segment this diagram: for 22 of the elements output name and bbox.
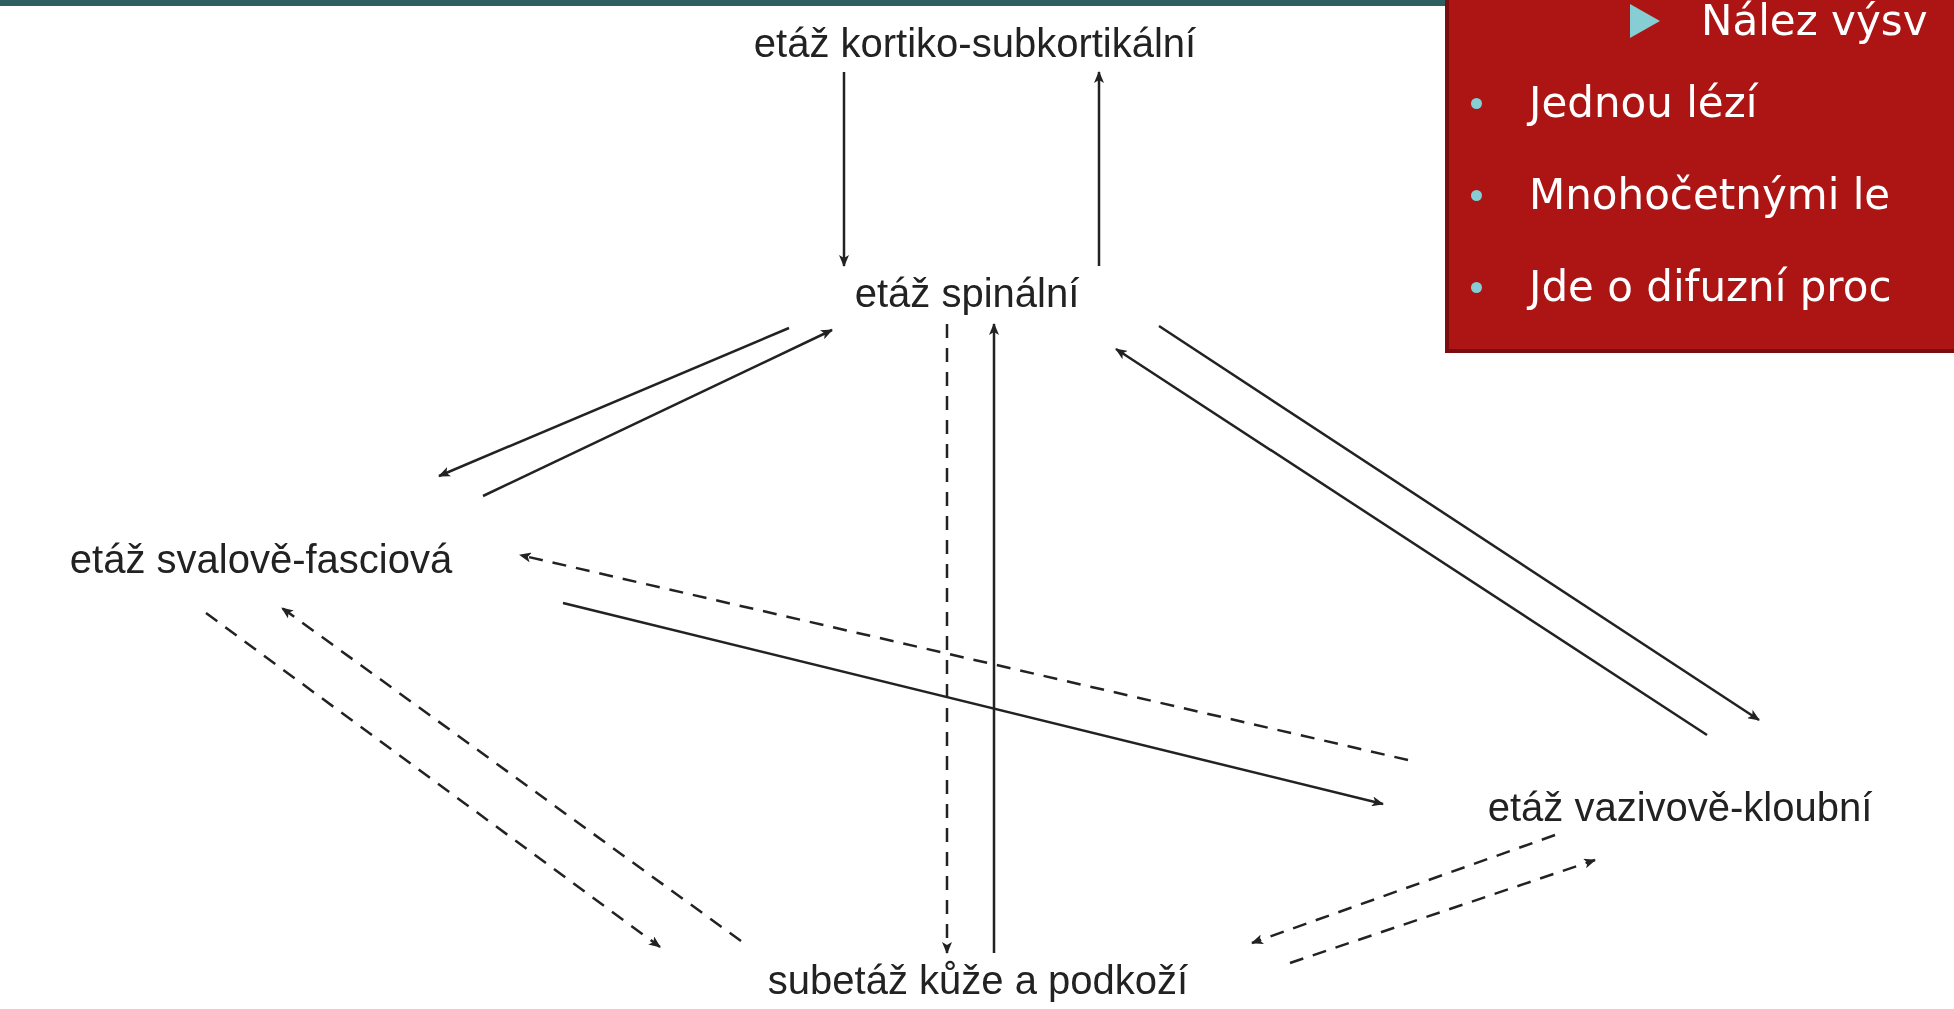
arrow	[205, 612, 661, 948]
level-label: etáž vazivově-kloubní	[1487, 784, 1873, 831]
arrow	[1115, 347, 1708, 737]
arrow	[281, 607, 742, 942]
arrow	[438, 326, 790, 478]
level-label: etáž spinální	[854, 270, 1080, 317]
arrow	[519, 552, 1409, 762]
level-label: subetáž kůže a podkoží	[767, 957, 1189, 1004]
arrow	[562, 601, 1384, 807]
arrow	[1094, 71, 1104, 266]
arrow	[1158, 324, 1760, 722]
arrow	[839, 72, 849, 267]
arrow	[989, 323, 999, 953]
arrow	[1289, 858, 1596, 965]
bullet-text: Nález výsv	[1701, 0, 1928, 46]
level-label: etáž kortiko-subkortikální	[753, 20, 1197, 67]
arrow	[482, 328, 833, 498]
bullet-text: Mnohočetnými le	[1529, 170, 1891, 220]
text-panel	[1445, 0, 1954, 353]
arrow	[1251, 833, 1556, 945]
arrow	[942, 324, 952, 954]
level-label: etáž svalově-fasciová	[69, 536, 453, 583]
